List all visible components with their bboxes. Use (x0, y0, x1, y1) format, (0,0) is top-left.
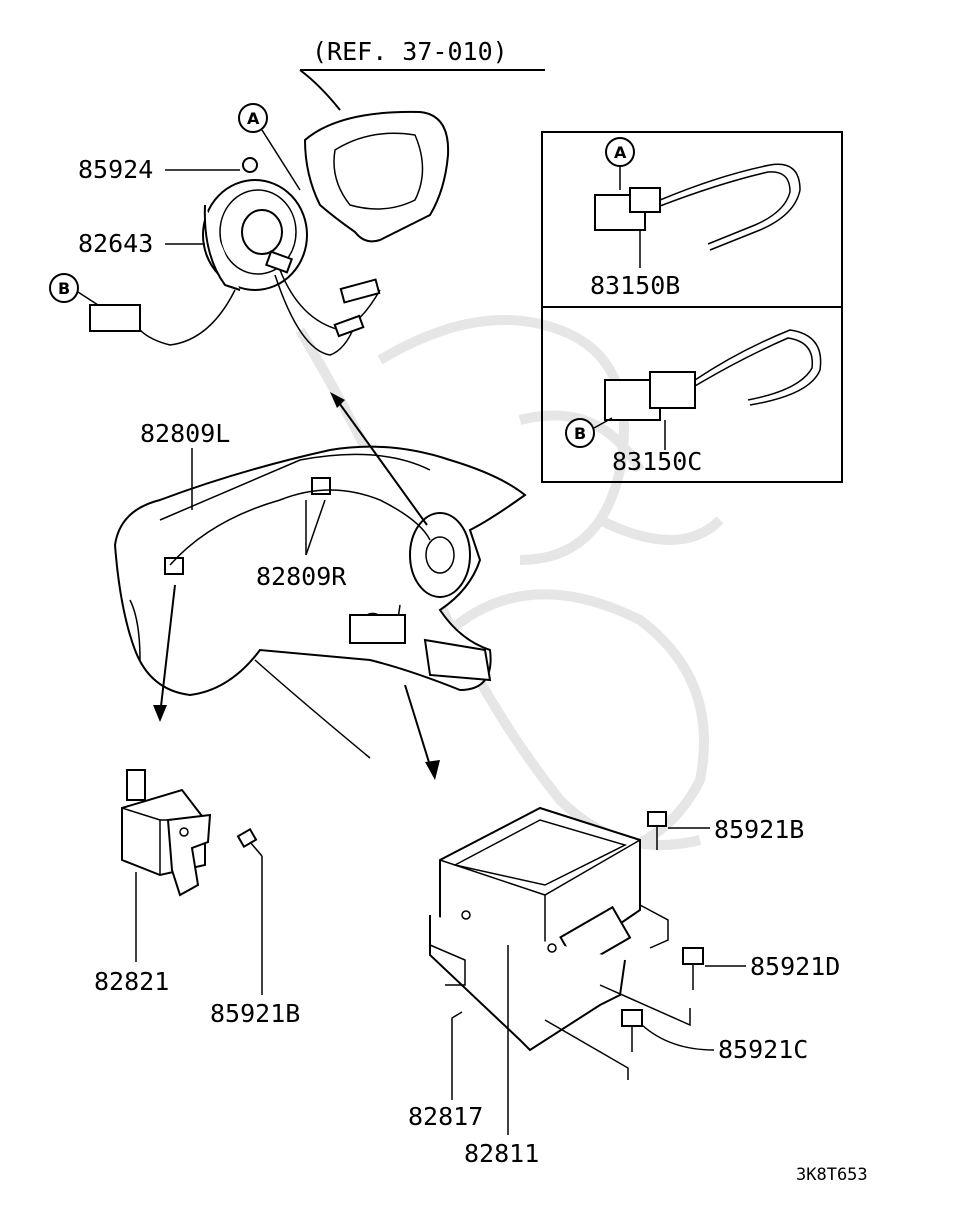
control-unit-82811 (429, 806, 669, 1052)
part-85924: 85924 (78, 155, 153, 184)
airbag-module: A (238, 103, 450, 243)
part-83150c: 83150C (612, 447, 702, 476)
sensor-82809l-icon (164, 557, 184, 575)
screw-85924-icon (242, 157, 258, 173)
part-82817: 82817 (408, 1102, 483, 1131)
part-85921b-right: 85921B (714, 815, 804, 844)
diagram-code: 3K8T653 (796, 1165, 868, 1185)
callout-a-label: A (247, 109, 260, 128)
connector-b-icon (89, 304, 141, 332)
bolt-85921b-left-icon (236, 827, 263, 857)
callout-circle-b-inset (565, 418, 595, 448)
reference-label: (REF. 37-010) (312, 37, 508, 66)
arrows (153, 392, 440, 780)
clock-spring: B (49, 157, 381, 356)
part-85921c: 85921C (718, 1035, 808, 1064)
callout-b-inset-label: B (574, 424, 586, 443)
part-82821: 82821 (94, 967, 169, 996)
callout-b-label: B (58, 279, 70, 298)
callout-circle-a (238, 103, 268, 133)
callout-circle-b (49, 273, 79, 303)
part-82809l: 82809L (140, 419, 230, 448)
part-82809r: 82809R (256, 562, 347, 591)
dashboard-assembly (113, 445, 527, 759)
reference-callout: (REF. 37-010) (299, 37, 545, 111)
callout-a-inset-label: A (614, 143, 627, 162)
part-83150b: 83150B (590, 271, 680, 300)
bolt-85921d-icon (682, 947, 704, 990)
bolt-85921c-icon (621, 1009, 643, 1052)
part-82811: 82811 (464, 1139, 539, 1168)
part-82643: 82643 (78, 229, 153, 258)
part-85921d: 85921D (750, 952, 840, 981)
relay-82821 (121, 769, 212, 897)
connector-inset: A 83150B B 83150C (541, 131, 843, 483)
part-85921b-left: 85921B (210, 999, 300, 1028)
bolt-85921b-right-icon (647, 811, 667, 850)
